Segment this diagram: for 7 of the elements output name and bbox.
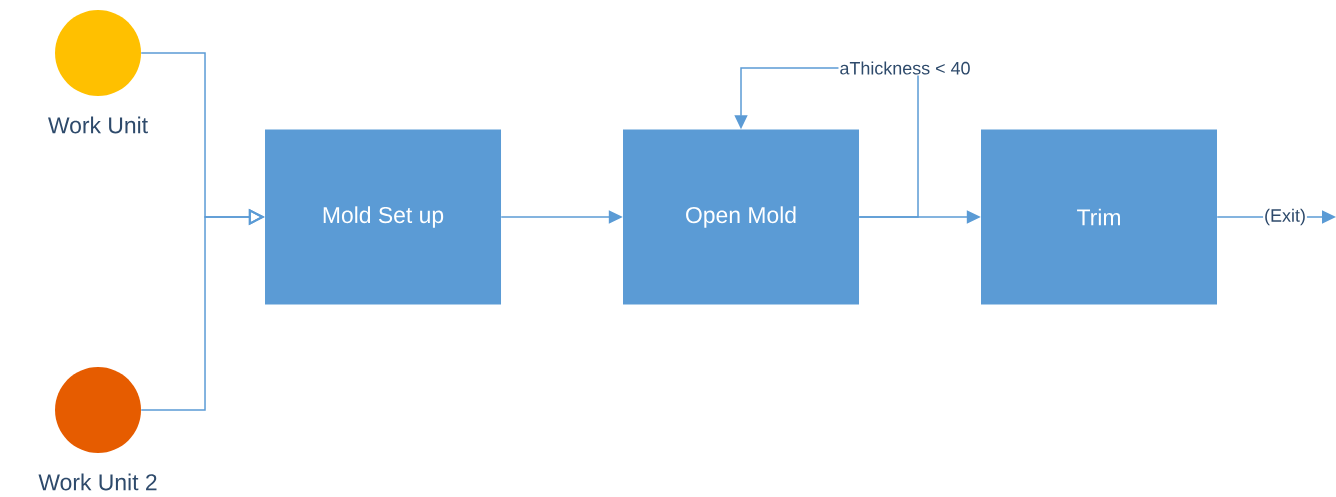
edge-label: aThickness < 40 — [838, 60, 972, 76]
process-box: Trim — [981, 129, 1217, 305]
process-box: Mold Set up — [265, 129, 501, 305]
process-box: Open Mold — [623, 129, 859, 305]
edge-label: (Exit) — [1263, 207, 1307, 227]
node-label: Work Unit 2 — [38, 473, 157, 491]
node-label: Work Unit — [48, 116, 148, 134]
